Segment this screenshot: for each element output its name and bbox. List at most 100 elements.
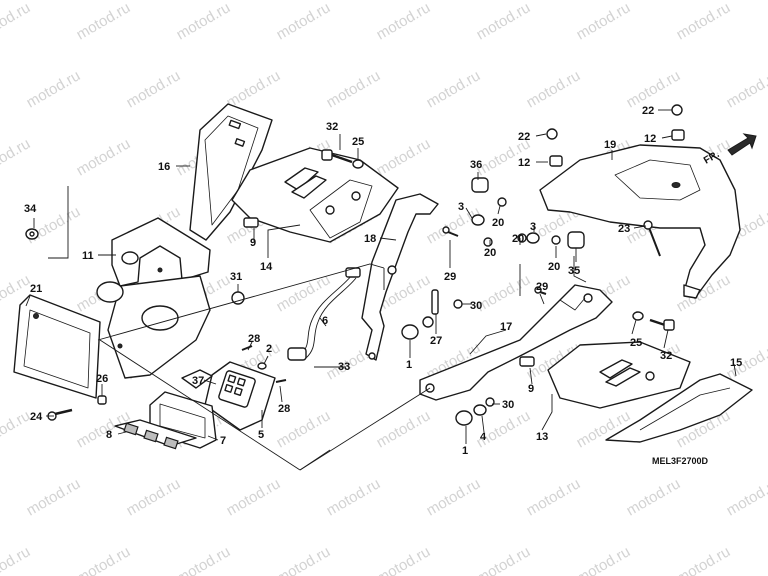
inner-fender-upper	[189, 103, 273, 241]
callout-25: 25	[352, 136, 364, 148]
license-lens	[114, 419, 197, 450]
callout-2: 2	[266, 343, 272, 355]
watermark-text: motod.ru	[474, 271, 534, 315]
watermark-text: motod.ru	[324, 67, 384, 111]
callout-17: 17	[500, 321, 512, 333]
watermark-text: motod.ru	[224, 475, 284, 519]
callout-11: 11	[82, 250, 94, 262]
watermark-text: motod.ru	[524, 67, 584, 111]
stay-bracket	[361, 193, 439, 361]
watermark-text: motod.ru	[0, 135, 33, 179]
callout-4: 4	[480, 431, 487, 443]
callout-13: 13	[536, 431, 548, 443]
callout-32: 32	[660, 350, 672, 362]
callout-37: 37	[192, 375, 204, 387]
watermark-text: motod.ru	[724, 67, 768, 111]
callout-36: 36	[470, 159, 482, 171]
callout-9: 9	[250, 237, 256, 249]
callout-14: 14	[260, 261, 273, 273]
license-plate	[13, 294, 101, 399]
callout-24: 24	[30, 411, 43, 423]
callout-29: 29	[444, 271, 456, 283]
diagram-code: MEL3F2700D	[652, 456, 709, 466]
tail-light-unit	[204, 361, 276, 431]
callout-31: 31	[230, 271, 242, 283]
callout-22: 22	[642, 105, 654, 117]
watermark-text: motod.ru	[474, 543, 534, 576]
watermark-text: motod.ru	[174, 0, 234, 43]
callout-15: 15	[730, 357, 742, 369]
callout-34: 34	[24, 203, 37, 215]
callout-16: 16	[158, 161, 170, 173]
callout-27: 27	[430, 335, 442, 347]
callout-21: 21	[30, 283, 42, 295]
tail-cover-upper	[231, 147, 399, 243]
watermark-text: motod.ru	[174, 543, 234, 576]
callout-30: 30	[502, 399, 514, 411]
watermark-text: motod.ru	[124, 475, 184, 519]
leader-lines	[25, 109, 737, 444]
watermark-text: motod.ru	[424, 475, 484, 519]
callout-28: 28	[248, 333, 260, 345]
watermark-text: motod.ru	[24, 475, 84, 519]
callout-8: 8	[106, 429, 112, 441]
watermark-text: motod.ru	[574, 0, 634, 43]
watermark-text: motod.ru	[74, 543, 134, 576]
callout-labels: 32 25 16 34 9 14 11 36 3 20 18 20 29 22 …	[24, 105, 742, 457]
tail-cover-lower	[547, 341, 691, 409]
callout-35: 35	[568, 265, 580, 277]
watermark-text: motod.ru	[24, 67, 84, 111]
inner-fender-lower	[605, 373, 753, 443]
license-plate-bracket	[96, 217, 211, 379]
callout-19: 19	[604, 139, 616, 151]
watermark-text: motod.ru	[274, 543, 334, 576]
clip-upper	[243, 217, 259, 228]
callout-3: 3	[458, 201, 464, 213]
callout-1: 1	[462, 445, 468, 457]
callout-23: 23	[618, 223, 630, 235]
watermark-text: motod.ru	[274, 0, 334, 43]
callout-6: 6	[322, 315, 328, 327]
watermark-text: motod.ru	[474, 0, 534, 43]
watermark-text: motod.ru	[574, 543, 634, 576]
callout-20: 20	[492, 217, 504, 229]
wire-harness	[287, 267, 361, 361]
callout-9: 9	[528, 383, 534, 395]
callout-18: 18	[364, 233, 376, 245]
watermark-text: motod.ru	[124, 67, 184, 111]
callout-3: 3	[530, 221, 536, 233]
hardware	[25, 104, 685, 426]
callout-30: 30	[470, 300, 482, 312]
callout-20: 20	[512, 233, 524, 245]
group-outlines	[48, 186, 587, 471]
callout-22: 22	[518, 131, 530, 143]
watermark-text: motod.ru	[74, 135, 134, 179]
watermark-text: motod.ru	[374, 543, 434, 576]
callout-32: 32	[326, 121, 338, 133]
watermark-text: motod.ru	[274, 271, 334, 315]
watermark-text: motod.ru	[74, 0, 134, 43]
watermark-text: motod.ru	[0, 407, 33, 451]
callout-1: 1	[406, 359, 412, 371]
watermark-text: motod.ru	[374, 407, 434, 451]
callout-5: 5	[258, 429, 264, 441]
watermark-text: motod.ru	[374, 135, 434, 179]
callout-33: 33	[338, 361, 350, 373]
watermark-text: motod.ru	[424, 67, 484, 111]
callout-7: 7	[220, 435, 226, 447]
callout-29: 29	[536, 281, 548, 293]
watermark-text: motod.ru	[674, 543, 734, 576]
callout-12: 12	[518, 157, 530, 169]
callout-20: 20	[548, 261, 560, 273]
lens-gasket	[181, 369, 213, 389]
callout-26: 26	[96, 373, 108, 385]
seat-cowl	[539, 144, 741, 299]
clip-lower	[519, 356, 535, 367]
callout-12: 12	[644, 133, 656, 145]
watermark-text: motod.ru	[0, 0, 33, 43]
watermark-text: motod.ru	[674, 0, 734, 43]
watermark-text: motod.ru	[374, 0, 434, 43]
callout-25: 25	[630, 337, 642, 349]
callout-28: 28	[278, 403, 290, 415]
